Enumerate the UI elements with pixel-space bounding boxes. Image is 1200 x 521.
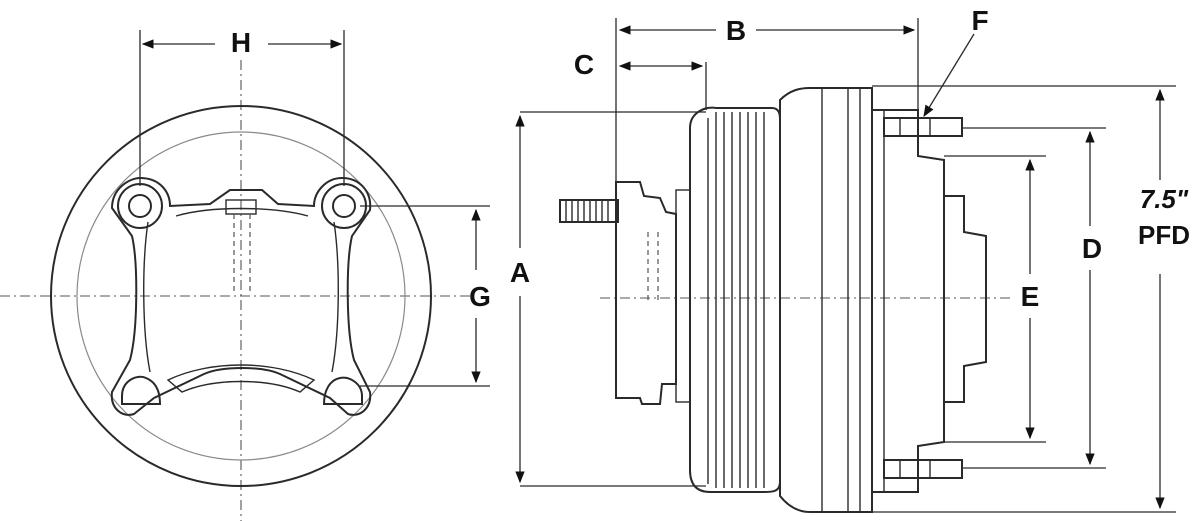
front-view: H G: [0, 27, 491, 521]
fan-flange: [871, 109, 945, 493]
mounting-bracket: [110, 176, 372, 416]
bracket-bottom-web: [166, 364, 316, 393]
bracket-top-web: [175, 207, 309, 217]
bottom-left-bolt-slot: [121, 375, 162, 405]
center-hub-top: [225, 199, 257, 215]
pfd-unit-label: PFD: [1138, 220, 1190, 250]
dimension-label-g: G: [469, 281, 491, 312]
mounting-bracket-side: [615, 181, 677, 405]
dimension-label-d: D: [1082, 233, 1102, 264]
top-left-bolt-hole: [128, 194, 152, 218]
clutch-body: [779, 87, 873, 513]
front-outer-circle: [50, 105, 432, 487]
threaded-stud: [559, 199, 619, 223]
dimension-label-e: E: [1021, 281, 1040, 312]
pulley-body: [689, 106, 781, 493]
top-right-bolt-boss: [321, 183, 367, 229]
dimension-label-a: A: [510, 257, 530, 288]
front-inner-ring: [76, 131, 406, 461]
bracket-inner-left: [143, 221, 151, 373]
pilot-hub: [943, 195, 987, 403]
top-left-bolt-boss: [117, 183, 163, 229]
fan-stud-bottom: [883, 459, 963, 479]
pfd-value-label: 7.5": [1140, 184, 1189, 214]
dimension-label-b: B: [726, 15, 746, 46]
bracket-inner-right: [331, 221, 339, 373]
pulley-grooves: [707, 112, 765, 488]
top-right-bolt-hole: [332, 194, 356, 218]
side-view: A B C F E D 7.5" PFD: [510, 5, 1190, 513]
bottom-right-bolt-slot: [322, 376, 363, 405]
fan-stud-top: [883, 117, 963, 137]
dimension-label-f: F: [971, 5, 988, 36]
dimension-label-h: H: [231, 27, 251, 58]
f-leader: [923, 33, 975, 117]
bracket-side-plate: [675, 189, 691, 403]
dimension-label-c: C: [574, 49, 594, 80]
